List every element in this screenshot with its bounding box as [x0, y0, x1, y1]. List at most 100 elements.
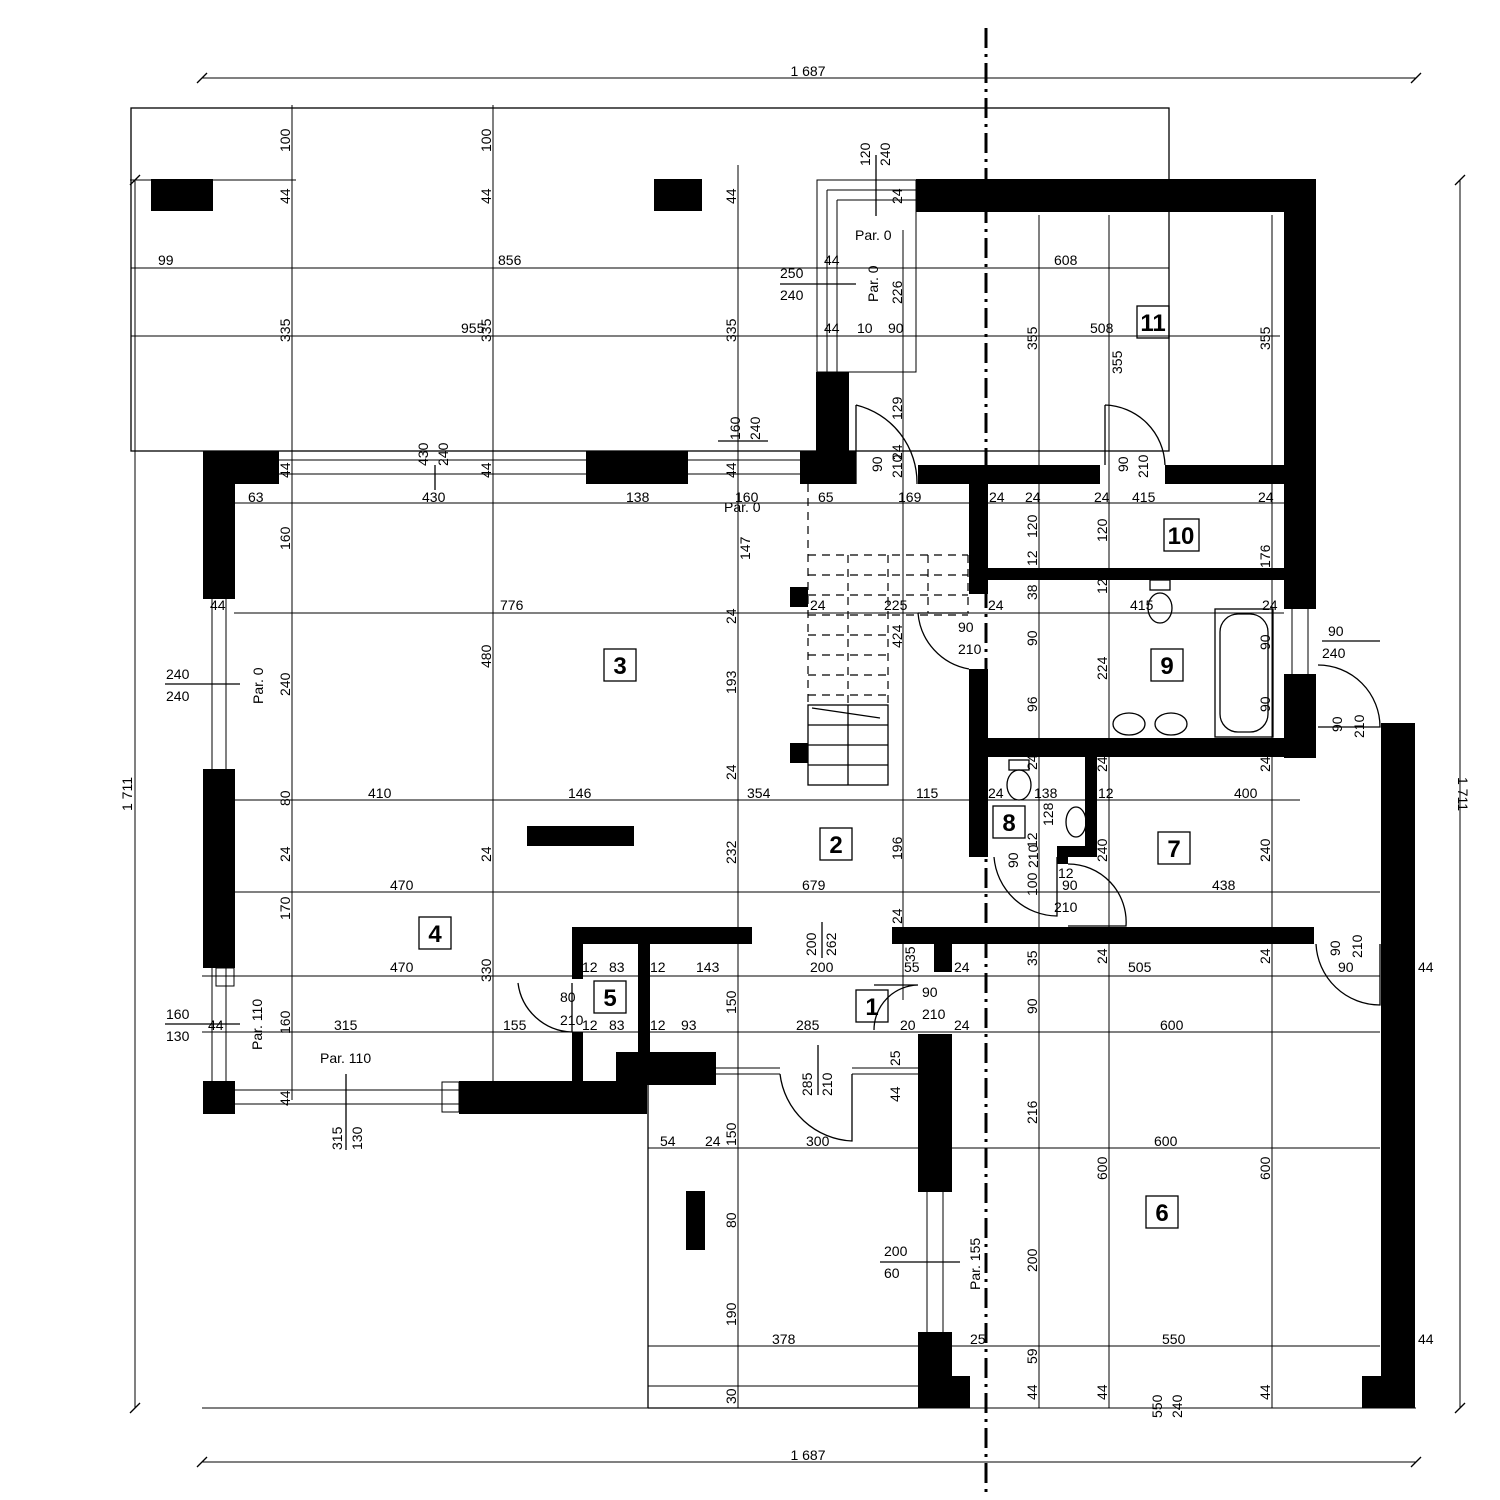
dimension-label: 354 [747, 785, 771, 801]
dimension-label: 196 [889, 836, 905, 860]
dimension-label: 65 [818, 489, 834, 505]
room-label: 7 [1167, 836, 1180, 863]
overall-dimensions: 1 687 1 687 1 711 1 711 [119, 63, 1471, 1468]
bathtub [1214, 608, 1274, 738]
dimension-label: 12 [650, 959, 666, 975]
dimension-label: 24 [989, 489, 1005, 505]
dimension-label: 44 [1418, 1331, 1434, 1347]
toilet [1006, 769, 1032, 801]
dims-garage: 54 24 150 300 600 216 600 600 80 190 200… [660, 1100, 1434, 1404]
dimension-label: 35 [1024, 950, 1040, 966]
dimension-label: 44 [1257, 1384, 1273, 1400]
door-label: 90 [922, 984, 938, 1000]
room-label: 1 [865, 994, 878, 1021]
dimension-label: 24 [988, 597, 1004, 613]
dimension-label: 335 [723, 318, 739, 342]
dimension-label: 160 [277, 1010, 293, 1034]
dimension-label: 470 [390, 877, 414, 893]
door-label: 90 [1005, 852, 1021, 868]
dimension-label: 90 [1024, 998, 1040, 1014]
sill-labels: Par. 0 Par. 0 Par. 0 Par. 0 Par. 110 Par… [249, 227, 983, 1290]
dimension-label: 378 [772, 1331, 796, 1347]
dimension-label: 83 [609, 1017, 625, 1033]
dimension-label: 169 [898, 489, 922, 505]
dims-terrace: 100 100 44 44 44 99 856 335 955 335 335 … [158, 128, 1273, 460]
overall-width-top: 1 687 [790, 63, 825, 79]
window-fraction-labels: 120 240 250 240 160 240 430 240 240 240 … [166, 142, 1346, 1418]
dimension-label: 115 [916, 785, 939, 801]
room-label: 11 [1140, 310, 1165, 337]
sill-label: Par. 155 [967, 1238, 983, 1290]
dimension-label: 44 [208, 1017, 224, 1033]
dimension-label: 216 [1024, 1100, 1040, 1124]
overall-height-left: 1 711 [119, 777, 135, 811]
dimension-label: 24 [954, 1017, 970, 1033]
window-fraction: 315 [329, 1126, 345, 1150]
dimension-label: 80 [723, 1212, 739, 1228]
room-label: 6 [1155, 1200, 1168, 1227]
sill-label: Par. 0 [724, 499, 761, 515]
dimension-label: 44 [1418, 959, 1434, 975]
dimension-label: 146 [568, 785, 592, 801]
door-label: 210 [922, 1006, 946, 1022]
dimension-label: 470 [390, 959, 414, 975]
dimension-label: 12 [650, 1017, 666, 1033]
dimension-label: 24 [1262, 597, 1278, 613]
dimension-label: 24 [1094, 756, 1110, 772]
dimension-label: 90 [1024, 630, 1040, 646]
window-fraction: 550 [1149, 1394, 1165, 1418]
dimension-label: 24 [1094, 489, 1110, 505]
dimension-label: 24 [723, 608, 739, 624]
dimension-label: 176 [1257, 544, 1273, 568]
washbasin [1112, 712, 1146, 736]
window-fraction: 430 [415, 442, 431, 466]
dimension-label: 120 [1024, 514, 1040, 538]
dimension-label: 415 [1132, 489, 1156, 505]
dimension-label: 143 [696, 959, 720, 975]
dimension-label: 24 [277, 846, 293, 862]
door-label: 90 [1327, 940, 1343, 956]
terrace-column [151, 179, 213, 211]
dimension-label: 44 [277, 188, 293, 204]
dimension-label: 300 [806, 1133, 830, 1149]
dimension-label: 225 [884, 597, 908, 613]
door-label: 210 [1349, 934, 1365, 958]
sill-label: Par. 110 [249, 999, 265, 1050]
dimension-label: 20 [900, 1017, 916, 1033]
dimension-label: 44 [1094, 1384, 1110, 1400]
dimension-label: 55 [904, 959, 920, 975]
dimension-label: 415 [1130, 597, 1154, 613]
dimension-label: 44 [723, 188, 739, 204]
dimension-label: 155 [503, 1017, 527, 1033]
dimension-label: 147 [737, 536, 753, 560]
dimension-label: 120 [1094, 518, 1110, 542]
dimension-label: 30 [723, 1388, 739, 1404]
staircase [807, 484, 969, 786]
sill-label: Par. 0 [855, 227, 892, 243]
terrace-column [654, 179, 702, 211]
dimension-label: 24 [988, 785, 1004, 801]
window-fraction: 240 [780, 287, 804, 303]
dimension-label: 35 [902, 946, 918, 962]
door-swings [517, 404, 1381, 1142]
door-labels: 90 210 90 210 90 210 90 210 80 210 90 21… [560, 454, 1367, 1028]
dimension-label: 44 [824, 320, 840, 336]
sill-label: Par. 0 [865, 265, 881, 302]
dimension-label: 24 [705, 1133, 721, 1149]
window-fraction: 250 [780, 265, 804, 281]
dimension-grid [130, 105, 1416, 1409]
dimension-label: 59 [1024, 1348, 1040, 1364]
door-label: 210 [958, 641, 982, 657]
dimension-label: 24 [889, 444, 905, 460]
dimension-label: 430 [422, 489, 446, 505]
dimension-label: 776 [500, 597, 524, 613]
room-label: 9 [1160, 653, 1173, 680]
window-fraction: 240 [877, 142, 893, 166]
dimension-label: 100 [478, 128, 494, 152]
window-fraction: 130 [166, 1028, 190, 1044]
dimension-label: 138 [1034, 785, 1058, 801]
door-label: 90 [958, 619, 974, 635]
dimension-label: 24 [1024, 754, 1040, 770]
dimension-label: 25 [970, 1331, 986, 1347]
room-label: 4 [428, 921, 442, 948]
